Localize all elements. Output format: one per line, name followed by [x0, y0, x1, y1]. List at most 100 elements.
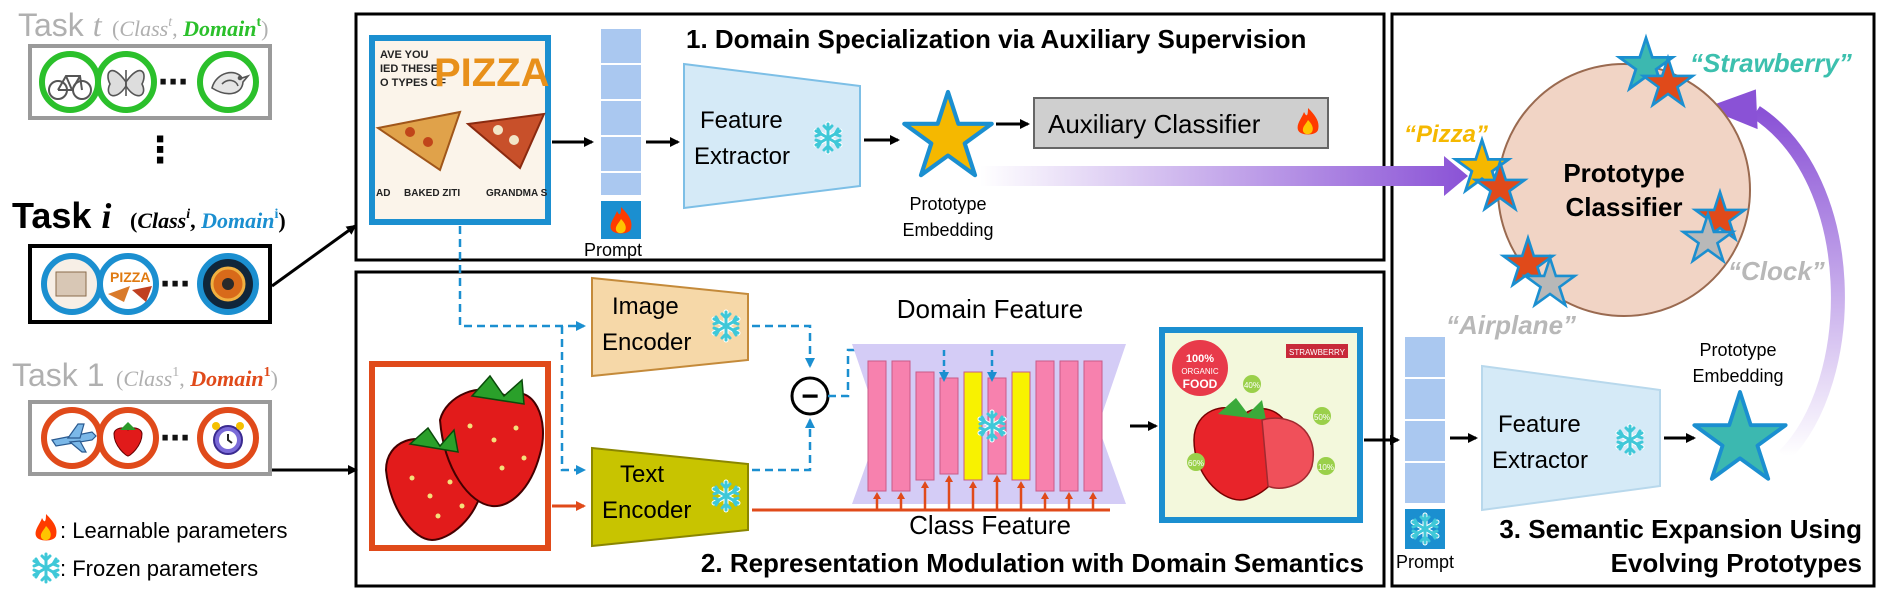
class-feature-arrows: [873, 475, 1097, 510]
feature-bar: [915, 371, 935, 481]
pizza-slice-icon-2: [465, 112, 546, 170]
svg-text:BAKED ZITI: BAKED ZITI: [404, 188, 460, 199]
task-1-subtitle: (Class1, Domain1): [116, 365, 278, 391]
bird-icon: [211, 71, 251, 95]
task-vdots: ⋮: [142, 129, 178, 170]
section3-extractor-label-2: Extractor: [1492, 447, 1588, 474]
domain-feature-label: Domain Feature: [897, 294, 1083, 324]
pizza-slice-icon: [375, 110, 462, 172]
airplane-icon: [51, 423, 97, 453]
dashed-image-encoder-to-minus: [752, 324, 815, 368]
strawberry-image: [369, 361, 551, 551]
text-encoder-label-1: Text: [620, 461, 664, 488]
task-i-image-1-content: [55, 271, 87, 297]
section1-title: 1. Domain Specialization via Auxiliary S…: [686, 24, 1306, 54]
section2-title: 2. Representation Modulation with Domain…: [701, 548, 1364, 578]
section1-feature-extractor: [683, 62, 861, 210]
pizza-poster: AVE YOU IED THESE O TYPES OF PIZZA AD BA…: [369, 35, 551, 225]
section3-box: [1390, 12, 1876, 588]
butterfly-icon: [107, 69, 145, 97]
purple-arrow-to-prototype-classifier: [980, 156, 1468, 196]
clock-center-icon: [222, 278, 234, 290]
feature-bar: [939, 377, 959, 475]
feature-bar: [867, 360, 887, 492]
svg-text:STRAWBERRY: STRAWBERRY: [1289, 348, 1346, 357]
text-encoder: [591, 446, 749, 548]
section1-prototype-label-1: Prototype: [909, 194, 986, 214]
section3-prototype-label-2: Embedding: [1692, 366, 1783, 386]
section1-box: [354, 12, 1386, 262]
domain-modulated-bar: [1011, 371, 1031, 481]
class-feature-label: Class Feature: [909, 510, 1071, 540]
svg-text:AVE YOU: AVE YOU: [380, 49, 429, 61]
svg-text:100%: 100%: [1186, 353, 1214, 365]
label-pizza: “Pizza”: [1404, 121, 1488, 148]
section1-prompt-label: Prompt: [584, 240, 642, 260]
dashed-text-encoder-to-minus: [752, 418, 815, 472]
task-1-title: Task 1: [12, 357, 104, 393]
modulation-bars: [867, 360, 1103, 492]
task-1-ellipsis: ⋯: [160, 422, 190, 455]
svg-text:FOOD: FOOD: [1183, 377, 1218, 391]
section3-prompt-label: Prompt: [1396, 552, 1454, 572]
task-i-subtitle: (Classi, Domaini): [130, 207, 286, 233]
task-i-pizza-slice-icon: [108, 286, 130, 302]
prototype-classifier-label-1: Prototype: [1563, 158, 1684, 188]
section1-extractor-label-2: Extractor: [694, 143, 790, 170]
legend-snowflake-icon: [34, 554, 58, 582]
legend-fire-icon: [35, 514, 57, 541]
legend-frozen: : Frozen parameters: [60, 556, 258, 581]
arrow-task-i-to-section1: [271, 224, 357, 288]
task-1-group: Task 1 (Class1, Domain1) ⋯: [12, 357, 278, 476]
section1-prompt-column: [599, 27, 643, 241]
section1-prototype-label-2: Embedding: [902, 220, 993, 240]
section3-prompt-column: [1403, 335, 1447, 551]
section1-extractor-label-1: Feature: [700, 107, 783, 134]
minus-operator-symbol: −: [801, 380, 819, 413]
task-t-image-bicycle: [39, 51, 101, 113]
alarm-clock-icon: [212, 422, 244, 455]
svg-text:10%: 10%: [1318, 463, 1334, 472]
dashed-domain-feature-line: [828, 348, 1000, 398]
feature-bar: [1059, 360, 1079, 492]
task-t-subtitle: (Classt, Domaint): [112, 15, 269, 41]
prototype-classifier-label-2: Classifier: [1565, 192, 1682, 222]
label-airplane: “Airplane”: [1446, 310, 1576, 340]
section3-prototype-star: [1694, 392, 1785, 479]
svg-text:AD: AD: [376, 188, 390, 199]
legend-learnable: : Learnable parameters: [60, 518, 287, 543]
dashed-pizza-to-image-encoder: [458, 226, 586, 331]
section3-extractor-label-1: Feature: [1498, 411, 1581, 438]
strawberry-icon: [113, 422, 143, 457]
svg-text:O TYPES OF: O TYPES OF: [380, 77, 446, 89]
svg-text:IED THESE: IED THESE: [380, 63, 438, 75]
section2-box: [354, 270, 1386, 588]
task-t-ellipsis: ⋯: [158, 66, 188, 99]
svg-text:GRANDMA S: GRANDMA S: [486, 188, 548, 199]
image-encoder-label-1: Image: [612, 293, 679, 320]
feature-bar: [1083, 360, 1103, 492]
organic-badge: [1172, 340, 1228, 396]
pizza-headline: PIZZA: [434, 51, 550, 95]
task-i-ellipsis: ⋯: [160, 268, 190, 301]
strawberry-poster: 100% ORGANIC FOOD STRAWBERRY 40% 50% 60%…: [1159, 327, 1363, 523]
svg-text:60%: 60%: [1188, 459, 1204, 468]
text-encoder-label-2: Encoder: [602, 497, 691, 524]
section1-prototype-star: [904, 92, 992, 175]
section3-title-line-2: Evolving Prototypes: [1611, 548, 1862, 578]
section3-prototype-label-1: Prototype: [1699, 340, 1776, 360]
image-encoder-label-2: Encoder: [602, 329, 691, 356]
purple-curved-arrow: [1752, 106, 1845, 461]
task-i-pizza-slice-icon-2: [132, 286, 152, 302]
dashed-pizza-to-text-encoder: [560, 326, 586, 475]
task-i-pizza-thumb-text: PIZZA: [110, 269, 150, 285]
auxiliary-classifier-box: [1033, 97, 1329, 149]
image-encoder: [591, 276, 749, 378]
section3-title-line-1: 3. Semantic Expansion Using: [1499, 514, 1862, 544]
svg-text:ORGANIC: ORGANIC: [1181, 367, 1219, 376]
feature-bar: [891, 360, 911, 492]
bicycle-icon: [48, 75, 92, 100]
section3-feature-extractor: [1481, 364, 1661, 512]
auxiliary-classifier-label: Auxiliary Classifier: [1048, 109, 1261, 139]
